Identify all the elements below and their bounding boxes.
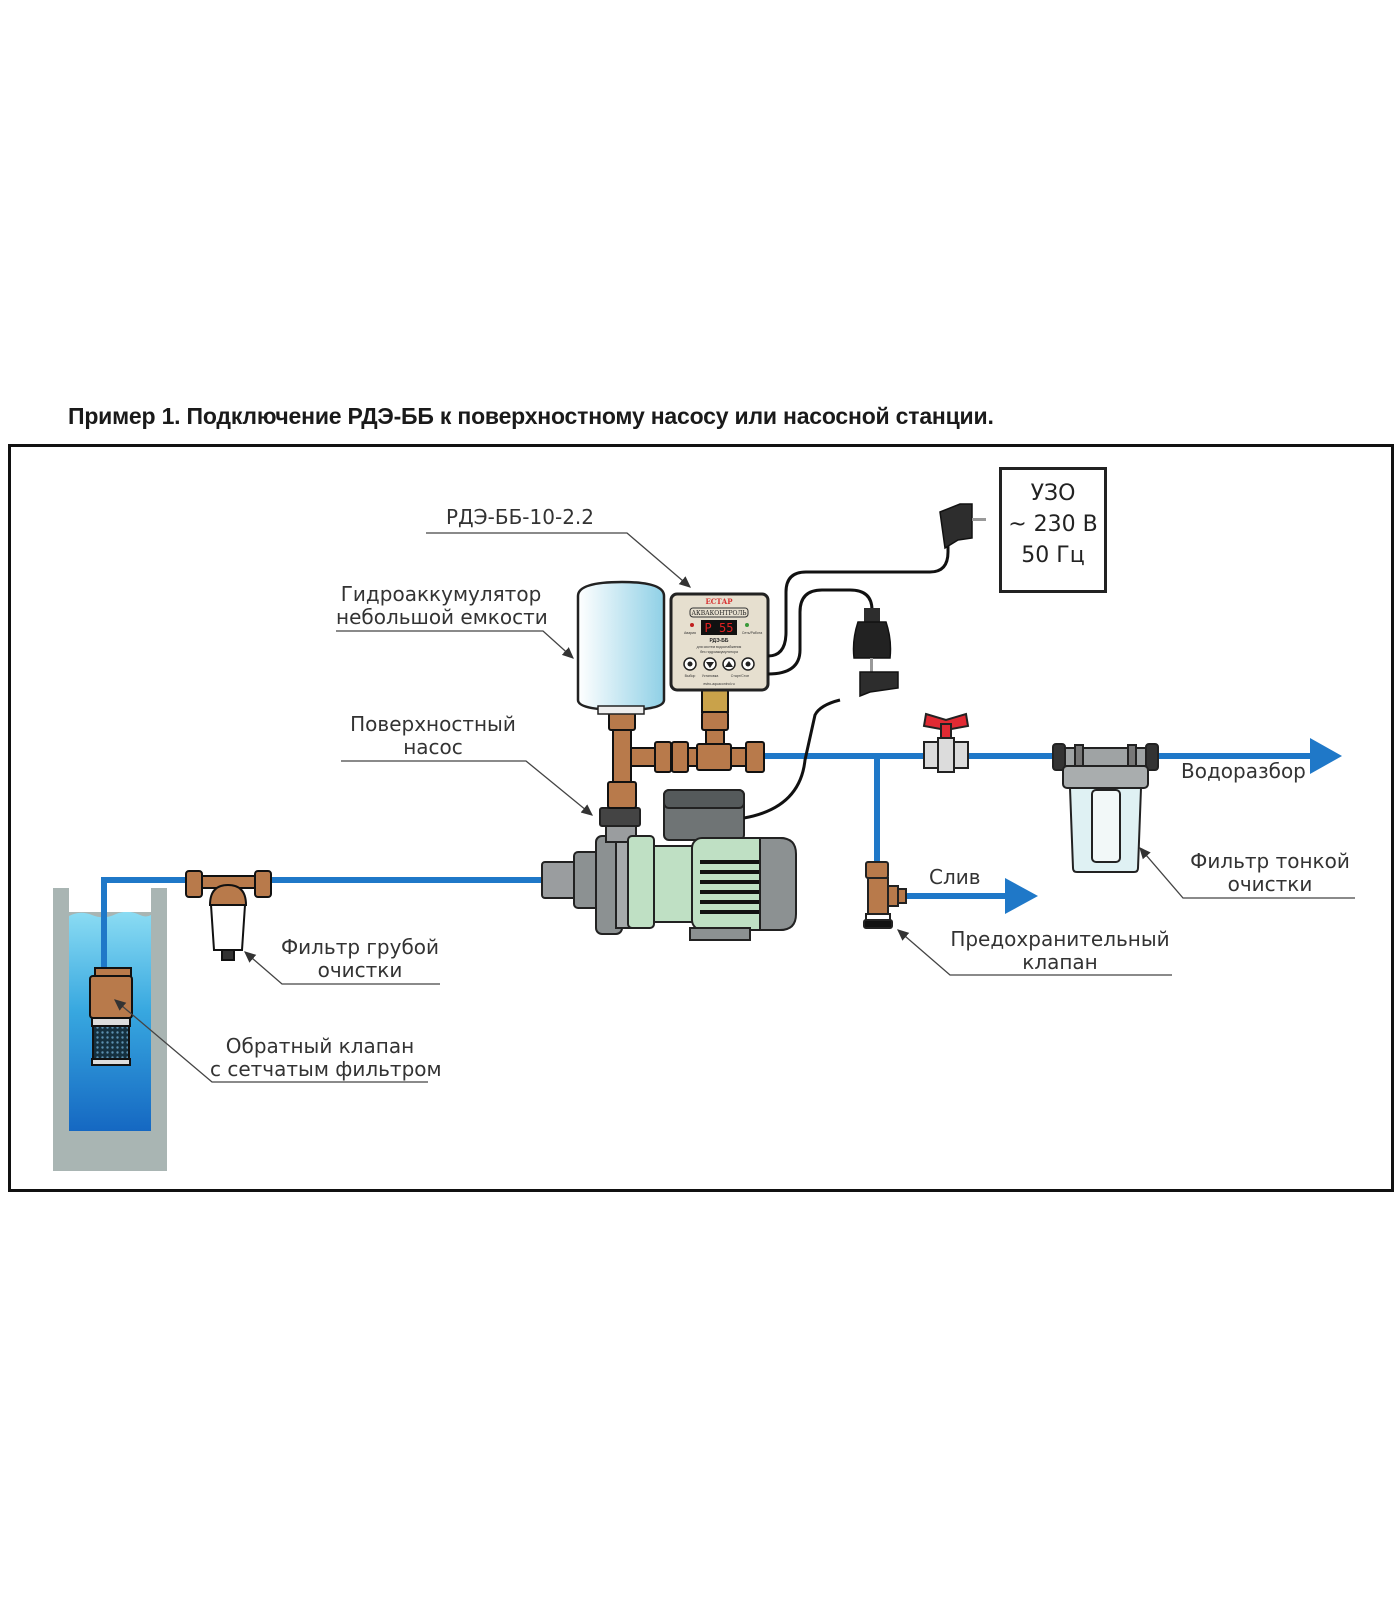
svg-text:для систем водоснабжения: для систем водоснабжения (697, 645, 742, 649)
label-check-valve: Обратный клапан с сетчатым фильтром (210, 1034, 442, 1081)
label-fine-filter: Фильтр тонкой очистки (1190, 849, 1350, 896)
power-cords (767, 540, 950, 676)
check-valve-icon (89, 967, 133, 1066)
power-led (745, 623, 749, 627)
svg-text:Старт/Стоп: Старт/Стоп (731, 674, 750, 678)
device-display-value: P 55 (705, 621, 734, 635)
rcd-label: УЗО (1030, 481, 1076, 506)
ball-valve-icon (922, 712, 970, 773)
pump-power-cord (743, 698, 841, 820)
label-controller: РДЭ-ББ-10-2.2 (446, 505, 594, 529)
label-safety-valve: Предохранительный клапан (950, 927, 1170, 974)
label-coarse-filter: Фильтр грубой очистки (280, 935, 440, 982)
rcd-frequency: 50 Гц (1021, 543, 1085, 568)
suction-pipe (101, 877, 545, 975)
surface-pump-icon (541, 789, 797, 941)
label-accumulator: Гидроаккумулятор небольшой емкости (336, 582, 548, 629)
accumulator-tank-icon (576, 580, 666, 715)
svg-text:Установка: Установка (702, 674, 719, 678)
label-drain: Слив (929, 865, 981, 889)
device-brand: ЕСТАР (705, 597, 733, 606)
fine-filter-icon (1052, 743, 1159, 873)
label-surface-pump: Поверхностный насос (350, 712, 516, 759)
svg-text:Сеть/Работа: Сеть/Работа (742, 631, 762, 635)
leader-lines (114, 532, 1355, 1083)
svg-text:без гидроаккумулятора: без гидроаккумулятора (700, 650, 738, 654)
safety-valve-icon (863, 861, 907, 929)
diagram-title: Пример 1. Подключение РДЭ-ББ к поверхнос… (68, 403, 994, 429)
label-outlet: Водоразбор (1181, 759, 1306, 783)
controller-device: ЕСТАР АКВАКОНТРОЛЬ P 55 Авария Сеть/Рабо… (669, 592, 770, 692)
outlet-arrow-icon (1310, 738, 1342, 774)
drain-arrow-icon (1005, 878, 1038, 914)
sensor-fitting (701, 689, 729, 713)
mains-plug-icon (939, 503, 986, 550)
device-model: РДЭ-ББ (710, 638, 729, 644)
device-display (701, 620, 737, 635)
svg-text:Выбор: Выбор (685, 674, 696, 678)
brass-manifold-icon (607, 711, 765, 809)
svg-text:Авария: Авария (684, 631, 696, 635)
device-series: АКВАКОНТРОЛЬ (692, 610, 747, 617)
pipes (101, 753, 1312, 975)
svg-text:estro-aquacontrol.ru: estro-aquacontrol.ru (703, 682, 734, 686)
socket-coupler-icon (852, 608, 899, 698)
rcd-voltage: ~ 230 В (1008, 512, 1098, 537)
alarm-led (690, 623, 694, 627)
coarse-filter-icon (185, 870, 272, 961)
mains-cord (767, 540, 950, 658)
diagram-frame (8, 444, 1394, 1192)
rcd-power-box: УЗО ~ 230 В 50 Гц (999, 467, 1107, 593)
socket-cord (767, 588, 874, 676)
motor-fins (700, 860, 786, 914)
